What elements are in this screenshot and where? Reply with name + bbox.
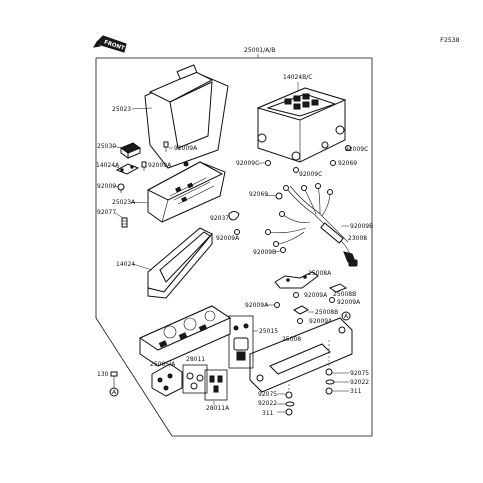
bracket-14024a (115, 163, 140, 175)
screw-92009a-b (141, 161, 147, 171)
label-92075-b: 92075 (258, 391, 277, 398)
leader-25030 (112, 145, 122, 149)
leader-25023a (130, 201, 149, 204)
screw-92009a-c (234, 229, 240, 235)
label-28011a: 28011A (206, 405, 230, 412)
label-92009a-d: 92009A (304, 292, 328, 299)
label-25030: 25030 (97, 143, 116, 150)
screw-92009a-f (274, 302, 280, 308)
label-housing: 14024B/C (283, 74, 312, 81)
leader-25023 (131, 107, 153, 110)
svg-text:A: A (112, 389, 117, 396)
svg-text:A: A (344, 313, 349, 320)
label-92009a-c: 92009A (216, 235, 240, 242)
bolt-130 (110, 371, 118, 388)
leader-14024a (113, 165, 120, 169)
leader-14024 (132, 263, 153, 271)
meter-visor-14024 (147, 227, 213, 299)
label-25008: 25008 (282, 336, 301, 343)
screw-92009a-g (297, 318, 303, 324)
label-25008b-2: 25008B (315, 309, 338, 316)
label-130: 130 (97, 371, 109, 378)
lamp-socket-25015 (228, 315, 254, 369)
meter-cover-25023 (144, 64, 229, 169)
nut-92075-r (325, 368, 333, 376)
label-25023a: 25023A (112, 199, 136, 206)
label-92009b-l: 92009B (253, 249, 276, 256)
meter-housing-14024bc (256, 87, 347, 163)
wiring-harness-23008 (265, 183, 358, 267)
label-92069-r: 92069 (338, 160, 357, 167)
label-25015: 25015 (259, 328, 278, 335)
socket-92069 (275, 192, 283, 200)
ref-a-left: A (109, 387, 119, 397)
leader-92009b-l (271, 250, 281, 253)
bulb-group-28011 (182, 364, 208, 394)
label-92009c-l: 92009C (236, 160, 259, 167)
nut-92075-b (285, 391, 293, 399)
label-92009a-e: 92009A (337, 299, 361, 306)
bracket-25008b-1 (328, 283, 348, 293)
label-92009c-r1: 92009C (345, 146, 368, 153)
label-92037: 92037 (210, 215, 229, 222)
label-23008: 23008 (348, 235, 367, 242)
label-14024a: 14024A (96, 162, 120, 169)
label-25008a: 25008A (308, 270, 332, 277)
socket-92069-r (330, 160, 336, 166)
screw-92009 (117, 183, 125, 193)
label-92022-b: 92022 (258, 400, 277, 407)
label-screw-92009a-b: 92009A (148, 162, 172, 169)
label-311-b: 311 (262, 410, 274, 417)
label-92009a-g: 92009A (309, 318, 333, 325)
label-28011: 28011 (186, 356, 205, 363)
label-92075-r: 92075 (350, 370, 369, 377)
washer-92022-r (325, 379, 335, 385)
bracket-25008b-2 (293, 305, 309, 315)
label-25008b-1: 25008B (333, 291, 356, 298)
screw-92009a-e (329, 297, 335, 303)
label-cover-25023: 25023 (112, 106, 131, 113)
part-25030 (119, 142, 142, 159)
ref-a-right: A (341, 311, 351, 321)
washer-92022-b (285, 401, 295, 407)
label-14024: 14024 (116, 261, 135, 268)
label-311-r: 311 (350, 388, 362, 395)
label-25005a: 25005/A (150, 361, 176, 368)
plug-92077 (121, 217, 128, 228)
leader-92069 (265, 194, 277, 197)
clip-92037 (228, 211, 240, 221)
leader-92077 (114, 212, 124, 219)
label-92009c-r2: 92009C (299, 171, 322, 178)
front-arrow-icon: FRONT (93, 35, 127, 53)
screw-92009a-d (293, 292, 299, 298)
nut-311-r (325, 387, 333, 395)
instrument-panel-25005a (138, 305, 232, 367)
leader-92009 (112, 185, 119, 188)
screw-92009b-l (280, 247, 286, 253)
label-screw-92009a-a: 92009A (174, 145, 198, 152)
label-92077: 92077 (97, 209, 116, 216)
label-92069: 92069 (249, 191, 268, 198)
nut-311-b (285, 408, 293, 416)
label-meter-assy: 25001/A/B (244, 47, 275, 54)
mounting-plate-25008 (249, 317, 353, 393)
label-92009a-f: 92009A (245, 302, 269, 309)
label-screw-92009: 92009 (97, 183, 116, 190)
screw-92009c-r1 (345, 145, 351, 151)
screw-92009a-a (163, 141, 169, 152)
screw-92009c-r2 (293, 167, 299, 173)
bulb-group-28011a (204, 369, 228, 401)
screw-92009c-l (265, 160, 271, 166)
assembly-frame (95, 57, 373, 437)
bracket-25008a (274, 271, 319, 289)
label-92009b-r: 92009B (350, 223, 373, 230)
meter-cover-25023a (146, 161, 226, 223)
label-92022-r: 92022 (350, 379, 369, 386)
diagram-code: F2538 (440, 36, 460, 44)
sub-panel-25005a (151, 363, 183, 397)
